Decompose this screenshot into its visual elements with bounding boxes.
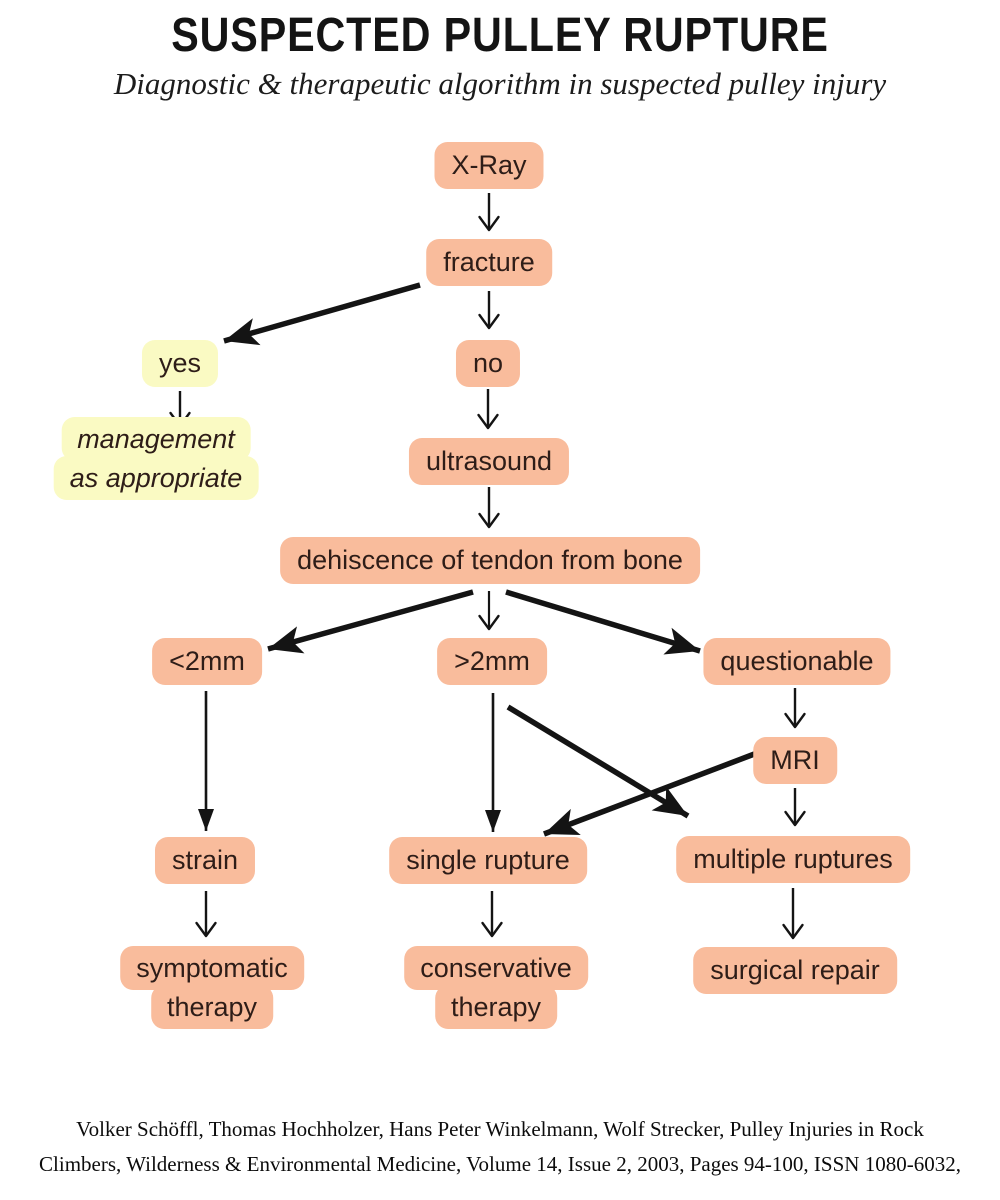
node-fracture: fracture — [426, 239, 552, 286]
node-dehiscence: dehiscence of tendon from bone — [280, 537, 700, 584]
symptomatic-line2: therapy — [150, 985, 274, 1029]
citation-line1: Volker Schöffl, Thomas Hochholzer, Hans … — [76, 1117, 924, 1141]
node-management-as-appropriate: management as appropriate — [53, 417, 259, 500]
conservative-line2: therapy — [434, 985, 558, 1029]
node-questionable: questionable — [703, 638, 891, 685]
node-ultrasound: ultrasound — [408, 438, 570, 485]
management-line1: management — [61, 417, 251, 461]
node-yes: yes — [141, 340, 219, 387]
node-xray: X-Ray — [434, 142, 544, 189]
arrow-gt2mm-to-multiple — [506, 704, 690, 819]
node-strain: strain — [154, 837, 256, 884]
node-conservative-therapy: conservative therapy — [404, 946, 588, 1029]
node-single-rupture: single rupture — [389, 837, 587, 884]
arrow-mri-to-single — [543, 750, 758, 837]
node-no: no — [455, 340, 521, 387]
page-subtitle: Diagnostic & therapeutic algorithm in su… — [113, 66, 887, 101]
citation-line2: Climbers, Wilderness & Environmental Med… — [39, 1152, 961, 1176]
node-mri: MRI — [753, 737, 837, 784]
management-line2: as appropriate — [53, 456, 259, 500]
node-multiple-ruptures: multiple ruptures — [676, 836, 910, 883]
arrow-fracture-to-yes — [223, 282, 421, 346]
conservative-line1: conservative — [404, 946, 588, 990]
node-surgical-repair: surgical repair — [693, 947, 897, 994]
node-gt2mm: >2mm — [437, 638, 547, 685]
citation: Volker Schöffl, Thomas Hochholzer, Hans … — [0, 1112, 1000, 1182]
page-title: SUSPECTED PULLEY RUPTURE — [171, 9, 829, 62]
symptomatic-line1: symptomatic — [120, 946, 304, 990]
node-symptomatic-therapy: symptomatic therapy — [120, 946, 304, 1029]
node-lt2mm: <2mm — [152, 638, 262, 685]
arrow-dehiscence-to-questionable — [505, 589, 701, 655]
arrow-dehiscence-to-lt2mm — [267, 589, 474, 654]
